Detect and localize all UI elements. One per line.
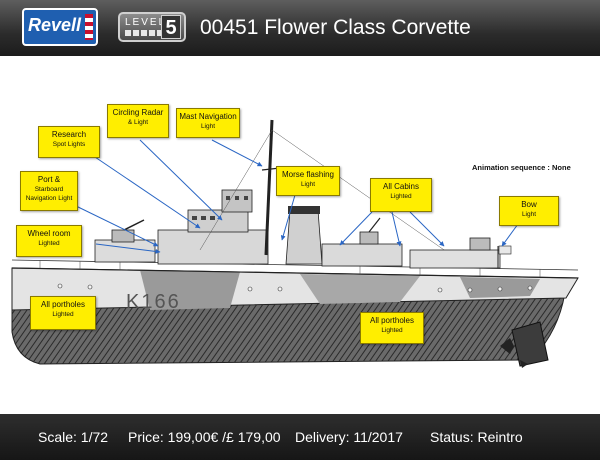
callout-title: Bow xyxy=(521,200,537,209)
deck-line xyxy=(11,267,579,279)
superstructure xyxy=(157,229,269,265)
callout-subtitle: Lighted xyxy=(390,193,412,200)
callout-subtitle: Lighted xyxy=(52,311,74,318)
callout-subtitle: Light xyxy=(521,211,537,218)
callout-arrows xyxy=(73,139,519,254)
callout-subtitle: Light xyxy=(300,181,316,188)
callout-port-starboard: Port & Starboard Navigation Light xyxy=(20,171,78,211)
hull-camouflage xyxy=(300,274,420,304)
logo-flag-icon xyxy=(85,14,93,40)
callout-all-portholes-fwd: All portholes Lighted xyxy=(360,312,424,344)
callout-subtitle: Starboard Navigation Light xyxy=(25,186,73,202)
header-bar: Revell LEVEL 5 00451 Flower Class Corvet… xyxy=(0,0,600,56)
level-label: LEVEL xyxy=(125,17,167,28)
callout-bow-light: Bow Light xyxy=(499,196,559,226)
page-title: 00451 Flower Class Corvette xyxy=(200,16,471,39)
footer-bar: Scale: 1/72 Price: 199,00€ /£ 179,00 Del… xyxy=(0,414,600,460)
callout-title: Mast Navigation xyxy=(179,112,237,121)
status-label: Status: Reintro xyxy=(430,429,523,445)
aa-gun xyxy=(359,231,379,245)
fwd-cabins xyxy=(409,249,501,269)
funnel xyxy=(285,209,323,265)
aft-deckhouse xyxy=(94,239,156,263)
flag-icon xyxy=(498,245,512,255)
bridge-windows xyxy=(192,196,248,220)
callout-wheel-room: Wheel room Lighted xyxy=(16,225,82,257)
callout-title: All portholes xyxy=(40,300,86,309)
callout-subtitle: & Light xyxy=(127,119,149,126)
callout-subtitle: Light xyxy=(200,123,216,130)
portholes xyxy=(57,283,533,293)
callout-all-cabins: All Cabins Lighted xyxy=(370,178,432,212)
bridge xyxy=(187,209,249,233)
aft-gun xyxy=(111,229,135,243)
price-label: Price: 199,00€ /£ 179,00 xyxy=(128,429,281,445)
callout-title: Wheel room xyxy=(27,229,71,238)
callout-title: All Cabins xyxy=(382,182,419,191)
callout-morse-flashing: Morse flashing Light xyxy=(276,166,340,196)
animation-sequence-note: Animation sequence : None xyxy=(472,163,571,172)
callout-circling-radar: Circling Radar & Light xyxy=(107,104,169,138)
level-badge: LEVEL 5 xyxy=(118,12,186,42)
ship-diagram: K166 xyxy=(0,60,600,410)
callout-title: Morse flashing xyxy=(281,170,335,179)
callout-mast-navigation: Mast Navigation Light xyxy=(176,108,240,138)
logo-text: Revell xyxy=(28,15,82,35)
callout-all-portholes-aft: All portholes Lighted xyxy=(30,296,96,330)
callout-title: Circling Radar xyxy=(112,108,164,117)
delivery-label: Delivery: 11/2017 xyxy=(295,429,403,445)
radar-tower xyxy=(221,189,253,213)
mast xyxy=(264,119,274,256)
mid-cabins xyxy=(321,243,403,267)
callout-title: All portholes xyxy=(369,316,415,325)
callout-title: Port & xyxy=(37,175,61,184)
funnel-cap xyxy=(288,206,320,214)
callout-subtitle: Lighted xyxy=(381,327,403,334)
propeller-icon xyxy=(500,338,528,368)
callout-subtitle: Spot Lights xyxy=(52,141,86,148)
scale-label: Scale: 1/72 xyxy=(38,429,109,445)
callout-subtitle: Lighted xyxy=(38,240,60,247)
ship-illustration: K166 xyxy=(11,119,579,368)
rudder xyxy=(511,321,549,367)
hull-number: K166 xyxy=(126,291,181,313)
hull-camouflage xyxy=(140,270,240,310)
bow-gun xyxy=(469,237,491,251)
callout-research-spot-lights: Research Spot Lights xyxy=(38,126,100,158)
level-number: 5 xyxy=(161,15,181,39)
callout-title: Research xyxy=(51,130,87,139)
level-bars-icon xyxy=(125,30,163,36)
revell-logo: Revell xyxy=(22,8,98,46)
